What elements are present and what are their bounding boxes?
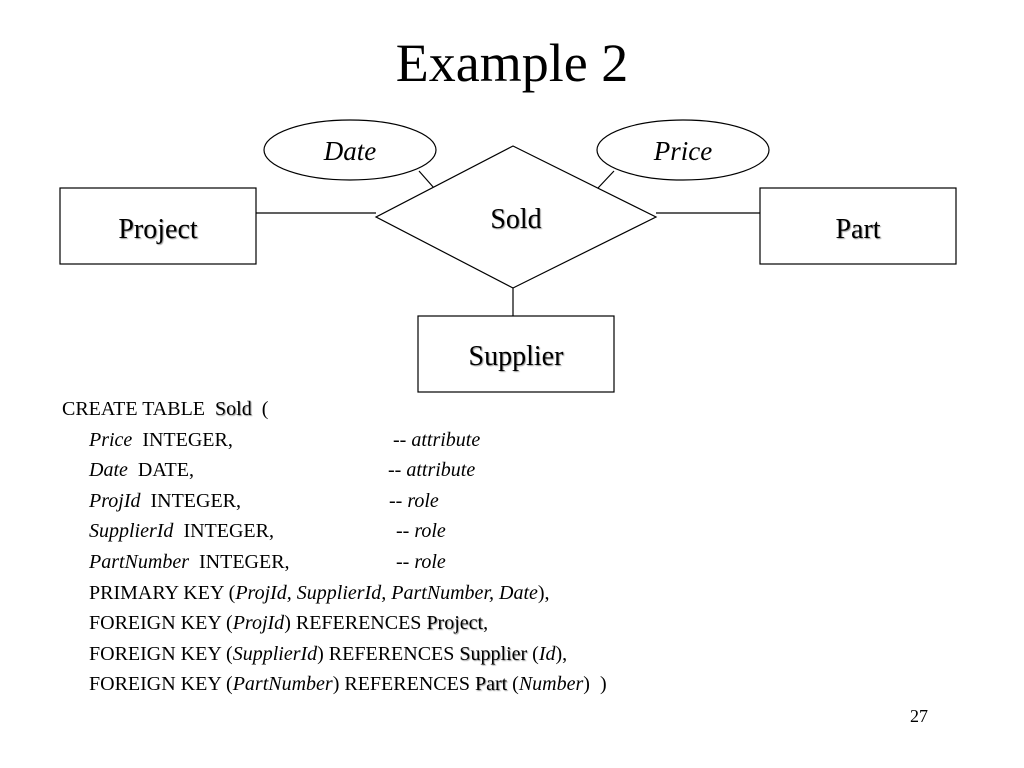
- entity-supplier-label: Supplier: [469, 341, 565, 372]
- relationship-sold-label: Sold: [490, 204, 541, 235]
- connector-date-sold: [418, 170, 435, 189]
- sql-column-supplierid: SupplierId INTEGER,-- role: [89, 520, 446, 543]
- relationship-sold-diamond: [374, 145, 658, 289]
- entity-project-label: Project: [118, 214, 198, 245]
- sql-column-price: Price INTEGER,-- attribute: [89, 428, 481, 451]
- entity-supplier-box: [417, 315, 615, 393]
- entity-part-box: [759, 187, 957, 265]
- slide-title: Example 2: [395, 33, 629, 93]
- sql-foreign-key-supplier: FOREIGN KEY (SupplierId) REFERENCES Supp…: [89, 642, 568, 665]
- attribute-price-label: Price: [653, 136, 712, 166]
- er-diagram: Sold Date Price Project Part Supplier: [59, 119, 957, 393]
- attribute-date-ellipse: [263, 119, 437, 181]
- attribute-date-label: Date: [323, 136, 377, 166]
- sql-create-line: CREATE TABLE Sold (: [62, 398, 269, 420]
- sql-foreign-key-part: FOREIGN KEY (PartNumber) REFERENCES Part…: [89, 673, 607, 696]
- connector-price-sold: [597, 170, 615, 189]
- sql-table-name: Sold: [215, 398, 252, 420]
- sql-column-partnumber: PartNumber INTEGER,-- role: [89, 550, 446, 573]
- entity-project-box: [59, 187, 257, 265]
- sql-code-block: CREATE TABLE Sold ( Price INTEGER,-- att…: [62, 394, 607, 700]
- entity-part-label: Part: [835, 214, 880, 245]
- sql-foreign-key-project: FOREIGN KEY (ProjId) REFERENCES Project,: [89, 612, 489, 635]
- sql-column-date: Date DATE,-- attribute: [89, 459, 476, 482]
- attribute-price-ellipse: [596, 119, 770, 181]
- sql-column-projid: ProjId INTEGER,-- role: [89, 489, 439, 512]
- page-number: 27: [910, 706, 928, 726]
- sql-primary-key: PRIMARY KEY (ProjId, SupplierId, PartNum…: [89, 581, 550, 604]
